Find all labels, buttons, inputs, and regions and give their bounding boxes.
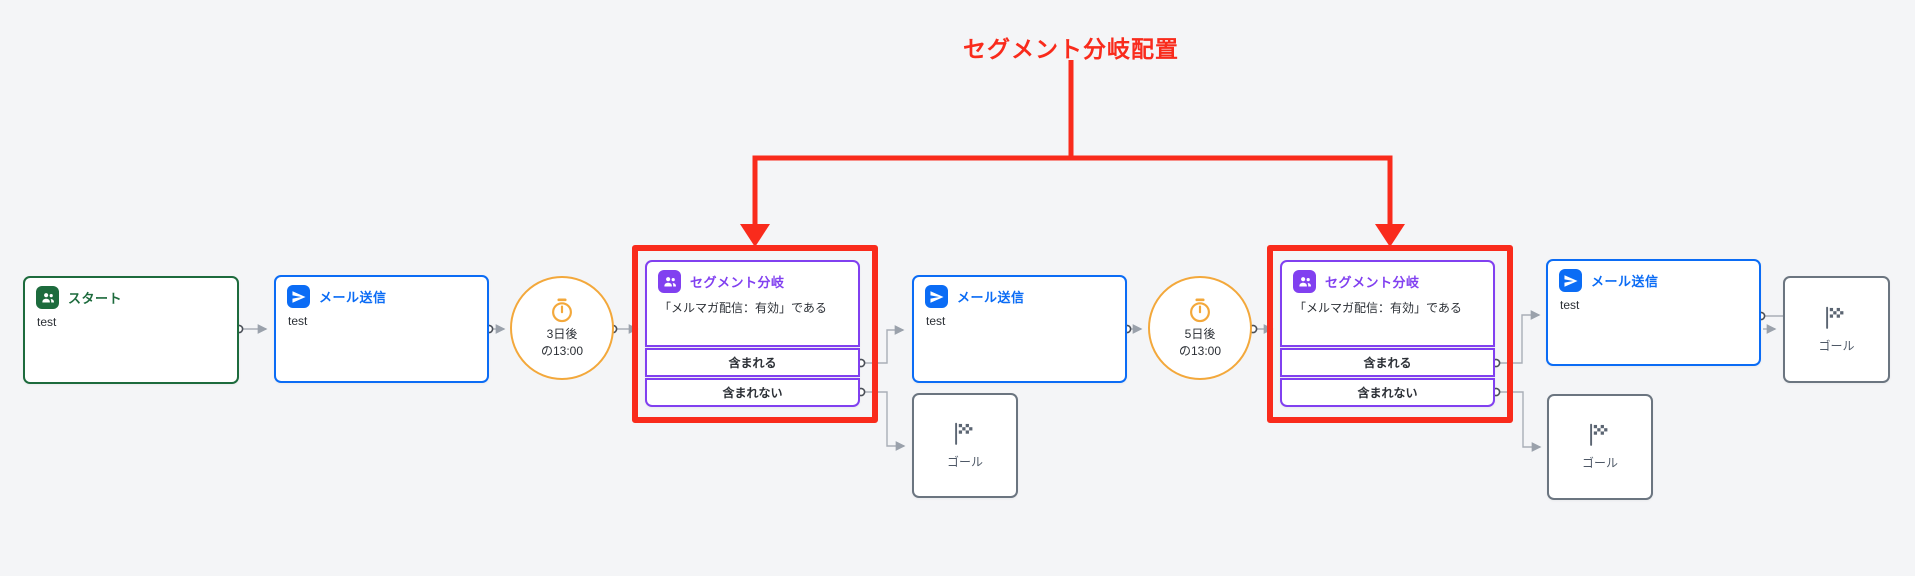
wait-time: の13:00 (1178, 344, 1222, 358)
node-wait-timer-2[interactable]: 5日後 の13:00 (1148, 276, 1252, 380)
send-icon (1559, 269, 1582, 292)
send-icon (925, 285, 948, 308)
node-goal-1[interactable]: ゴール (912, 393, 1018, 498)
node-type-label: メール送信 (957, 290, 1025, 305)
branch-row-not-included[interactable]: 含まれない (1280, 378, 1495, 407)
people-icon (36, 286, 59, 309)
segment-condition-text: 「メルマガ配信：有効」である (1294, 301, 1462, 315)
node-goal-3[interactable]: ゴール (1783, 276, 1890, 383)
people-icon (1293, 270, 1316, 293)
node-name-text: test (926, 314, 946, 328)
stopwatch-icon (552, 298, 572, 323)
node-goal-2[interactable]: ゴール (1547, 394, 1653, 500)
node-wait-timer-1[interactable]: 3日後 の13:00 (510, 276, 614, 380)
branch-row-not-included[interactable]: 含まれない (645, 378, 860, 407)
segment-condition-text: 「メルマガ配信：有効」である (659, 301, 827, 315)
node-type-label: スタート (68, 291, 123, 306)
node-start[interactable]: スタート test (23, 276, 239, 384)
node-name-text: test (288, 314, 308, 328)
node-mail-send-2[interactable]: メール送信 test (912, 275, 1127, 383)
node-mail-send-1[interactable]: メール送信 test (274, 275, 489, 383)
goal-flag-icon (1826, 306, 1844, 329)
node-name-text: test (1560, 298, 1580, 312)
goal-label: ゴール (946, 454, 983, 469)
branch-row-included[interactable]: 含まれる (1280, 348, 1495, 377)
node-segment-branch-2[interactable]: セグメント分岐 「メルマガ配信：有効」である 含まれる 含まれない (1280, 260, 1495, 407)
wait-time: の13:00 (540, 344, 584, 358)
goal-label: ゴール (1818, 338, 1855, 353)
people-icon (658, 270, 681, 293)
node-mail-send-3[interactable]: メール送信 test (1546, 259, 1761, 366)
branch-row-included[interactable]: 含まれる (645, 348, 860, 377)
node-type-label: セグメント分岐 (1325, 275, 1420, 290)
node-type-label: メール送信 (1591, 274, 1659, 289)
goal-flag-icon (1589, 423, 1607, 446)
node-type-label: セグメント分岐 (690, 275, 785, 290)
node-type-label: メール送信 (319, 290, 387, 305)
goal-label: ゴール (1581, 456, 1618, 470)
node-name-text: test (37, 315, 57, 329)
node-segment-branch-1[interactable]: セグメント分岐 「メルマガ配信：有効」である 含まれる 含まれない (645, 260, 860, 407)
annotation-title: セグメント分岐配置 (963, 36, 1179, 62)
wait-duration: 3日後 (546, 327, 578, 341)
stopwatch-icon (1190, 298, 1210, 323)
send-icon (287, 285, 310, 308)
wait-duration: 5日後 (1184, 327, 1216, 341)
goal-flag-icon (954, 422, 972, 445)
